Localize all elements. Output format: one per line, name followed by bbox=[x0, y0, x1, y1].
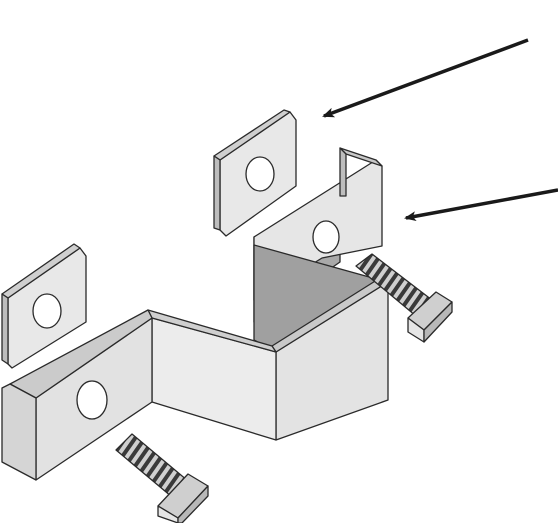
square-washer-left bbox=[1, 243, 87, 369]
arrow-to-bracket bbox=[404, 188, 558, 222]
washer-left-hole bbox=[32, 293, 62, 329]
bracket-front-tab-hole bbox=[76, 380, 108, 420]
bolt-rear bbox=[355, 253, 453, 343]
bracket-rear-tab-hole bbox=[312, 220, 340, 254]
bolt-front-head-side bbox=[177, 485, 209, 523]
bracket-front-tab-end bbox=[1, 383, 37, 481]
bolt-front bbox=[115, 433, 209, 523]
arrow-to-washer bbox=[322, 38, 529, 118]
washer-upper-hole bbox=[245, 156, 275, 192]
washer-upper-side bbox=[213, 155, 221, 231]
bracket-rear-tab-side bbox=[339, 147, 347, 197]
bolt-rear-head-side bbox=[423, 301, 453, 343]
bolt-front-head-front bbox=[157, 505, 179, 523]
z-bracket bbox=[1, 147, 389, 481]
washer-left-side bbox=[1, 293, 9, 365]
square-washer-upper bbox=[213, 109, 297, 237]
